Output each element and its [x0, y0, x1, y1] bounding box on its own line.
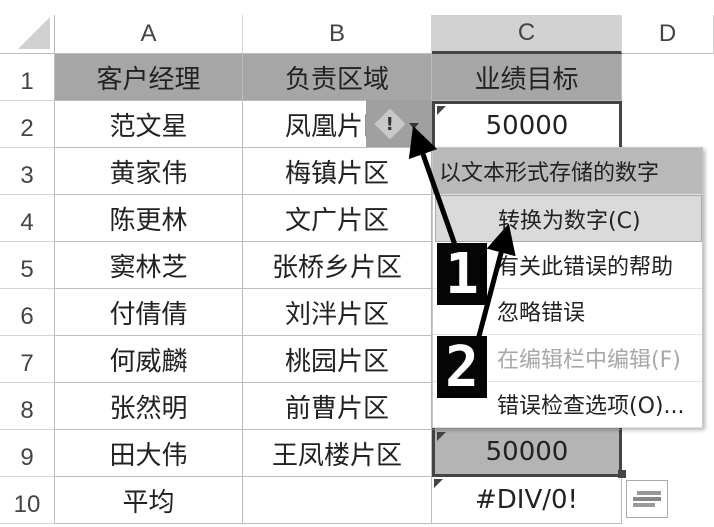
fill-handle[interactable] — [618, 470, 626, 478]
table-cell[interactable] — [243, 477, 432, 524]
menu-item[interactable]: 有关此错误的帮助 — [433, 242, 702, 289]
menu-item[interactable]: 错误检查选项(O)... — [433, 381, 702, 428]
menu-title: 以文本形式存储的数字 — [433, 148, 702, 195]
annotation-badge-1: 1 — [437, 242, 487, 307]
error-context-menu: 以文本形式存储的数字 转换为数字(C)有关此错误的帮助忽略错误在编辑栏中编辑(F… — [432, 147, 703, 428]
table-cell[interactable]: 付倩倩 — [55, 289, 243, 336]
quick-analysis-icon[interactable] — [626, 480, 668, 518]
table-cell[interactable]: 50000 — [432, 430, 622, 477]
header-cell[interactable]: 业绩目标 — [432, 54, 622, 101]
table-cell[interactable]: 张然明 — [55, 383, 243, 430]
table-cell[interactable]: 范文星 — [55, 101, 243, 148]
table-cell[interactable]: 张桥乡片区 — [243, 242, 432, 289]
table-cell[interactable]: 窦林芝 — [55, 242, 243, 289]
chevron-down-icon — [409, 122, 419, 129]
row-header-8[interactable]: 8 — [0, 383, 55, 430]
table-cell[interactable]: 50000 — [432, 101, 622, 148]
menu-item: 在编辑栏中编辑(F) — [433, 335, 702, 382]
row-header-4[interactable]: 4 — [0, 195, 55, 242]
row-header-2[interactable]: 2 — [0, 101, 55, 148]
header-cell[interactable]: 负责区域 — [243, 54, 432, 101]
column-header-b[interactable]: B — [243, 15, 432, 54]
column-header-c[interactable]: C — [432, 15, 622, 54]
table-cell[interactable]: #DIV/0! — [432, 477, 622, 524]
table-cell[interactable]: 文广片区 — [243, 195, 432, 242]
select-all-corner[interactable] — [0, 15, 55, 54]
menu-item[interactable]: 忽略错误 — [433, 288, 702, 335]
header-cell[interactable]: 客户经理 — [55, 54, 243, 101]
row-header-3[interactable]: 3 — [0, 148, 55, 195]
arrow-1 — [408, 125, 458, 246]
row-header-9[interactable]: 9 — [0, 430, 55, 477]
table-cell[interactable]: 田大伟 — [55, 430, 243, 477]
table-cell[interactable]: 前曹片区 — [243, 383, 432, 430]
row-header-7[interactable]: 7 — [0, 336, 55, 383]
table-cell[interactable]: 陈更林 — [55, 195, 243, 242]
row-header-10[interactable]: 10 — [0, 477, 55, 524]
menu-item[interactable]: 转换为数字(C) — [435, 195, 702, 242]
table-cell[interactable]: 桃园片区 — [243, 336, 432, 383]
table-cell[interactable]: 刘泮片区 — [243, 289, 432, 336]
table-cell[interactable]: 平均 — [55, 477, 243, 524]
row-header-1[interactable]: 1 — [0, 54, 55, 101]
row-header-5[interactable]: 5 — [0, 242, 55, 289]
table-cell[interactable]: 王凤楼片区 — [243, 430, 432, 477]
row-header-6[interactable]: 6 — [0, 289, 55, 336]
annotation-badge-2: 2 — [437, 335, 487, 400]
table-cell[interactable]: 何威麟 — [55, 336, 243, 383]
column-header-a[interactable]: A — [55, 15, 243, 54]
arrow-2 — [475, 223, 516, 341]
table-cell[interactable]: 黄家伟 — [55, 148, 243, 195]
